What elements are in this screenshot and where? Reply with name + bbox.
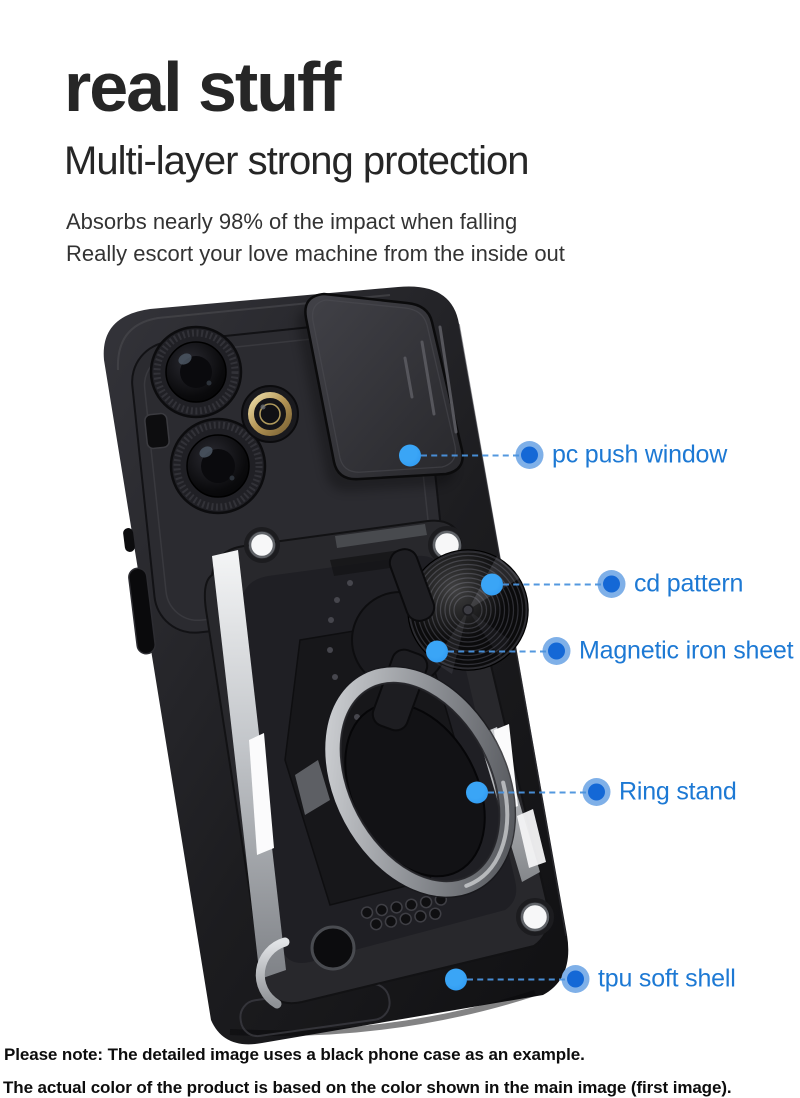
label-dot xyxy=(548,642,565,660)
callout-label: tpu soft shell xyxy=(598,964,736,993)
callout-label: cd pattern xyxy=(634,569,744,598)
description: Absorbs nearly 98% of the impact when fa… xyxy=(66,206,565,270)
dashed-line xyxy=(503,583,601,585)
anchor-dot xyxy=(399,444,421,466)
dashed-line xyxy=(467,978,565,980)
cover-grip-lines xyxy=(403,325,458,434)
honeycomb-vent xyxy=(360,893,448,931)
callout-tpu-soft-shell: tpu soft shell xyxy=(445,965,736,994)
volume-button xyxy=(128,567,156,655)
footnote-color-disclaimer: The actual color of the product is based… xyxy=(3,1078,732,1097)
ring-stand xyxy=(323,665,517,899)
anchor-dot xyxy=(481,573,503,595)
callout-label: Ring stand xyxy=(619,777,737,806)
label-dot xyxy=(567,970,584,988)
anchor-dot xyxy=(466,781,488,803)
footnote-example-disclaimer: Please note: The detailed image uses a b… xyxy=(4,1045,585,1064)
label-dot xyxy=(521,446,538,464)
description-line-2: Really escort your love machine from the… xyxy=(66,241,565,266)
disc-bracket xyxy=(388,548,436,622)
callout-label: Magnetic iron sheet xyxy=(579,636,794,665)
camera-lens-bottom xyxy=(169,417,267,515)
silver-bevel-left xyxy=(212,550,286,979)
dashed-line xyxy=(488,791,586,793)
label-dot xyxy=(588,783,605,801)
callout-magnetic-iron-sheet: Magnetic iron sheet xyxy=(426,636,794,666)
label-dot xyxy=(603,575,620,593)
ring-stand-assembly xyxy=(323,580,517,899)
callout-cd-pattern: cd pattern xyxy=(481,570,743,599)
anchor-dot xyxy=(445,968,467,990)
page-subtitle: Multi-layer strong protection xyxy=(64,139,530,183)
anchor-dot xyxy=(426,640,448,662)
dashed-line xyxy=(421,454,519,456)
cutout-left xyxy=(249,733,274,855)
description-line-1: Absorbs nearly 98% of the impact when fa… xyxy=(66,209,518,234)
speaker-slot xyxy=(144,412,170,450)
callout-ring-stand: Ring stand xyxy=(466,778,737,807)
callout-label: pc push window xyxy=(552,440,728,469)
flash-lens xyxy=(241,385,299,443)
page-title: real stuff xyxy=(64,48,342,126)
camera-lens-top xyxy=(149,325,243,419)
dashed-line xyxy=(448,650,546,652)
side-buttons xyxy=(123,528,156,655)
callout-pc-push-window: pc push window xyxy=(399,441,727,470)
